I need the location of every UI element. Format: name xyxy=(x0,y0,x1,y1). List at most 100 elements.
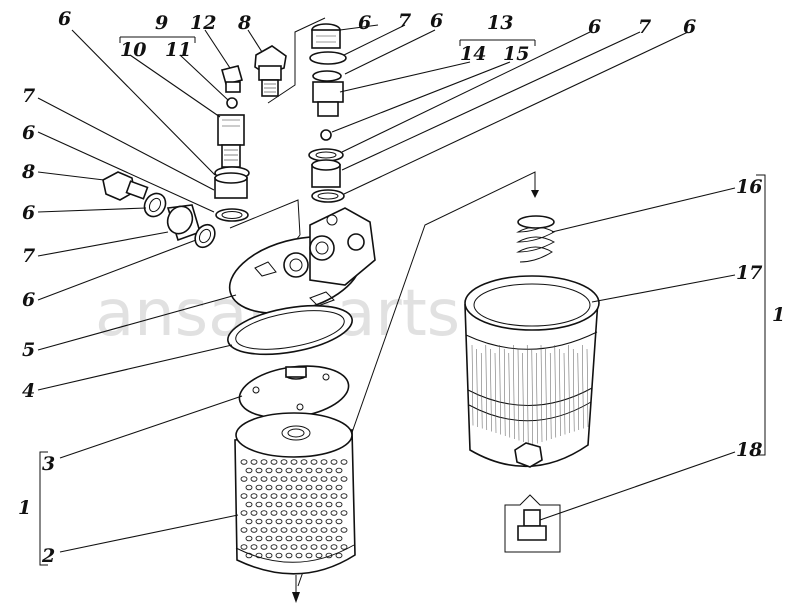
perforation-hole xyxy=(285,518,293,525)
callout-16: 16 xyxy=(736,176,762,198)
gasket-4 xyxy=(227,304,353,356)
perforation-hole xyxy=(330,544,338,550)
housing-shade-line xyxy=(554,344,557,438)
perforation-hole xyxy=(300,476,308,482)
housing-shade-line xyxy=(568,344,570,434)
callout-7-top-b: 7 xyxy=(638,16,651,38)
perforation-hole xyxy=(295,484,303,491)
perforation-hole xyxy=(300,527,308,533)
perforation-hole xyxy=(340,544,348,550)
callout-6-left-b: 6 xyxy=(22,202,35,224)
valve-assembly-9 xyxy=(214,65,250,222)
perforation-hole xyxy=(315,467,323,474)
perforation-hole xyxy=(245,467,253,474)
perforation-hole xyxy=(320,510,328,516)
housing-shade-line xyxy=(517,348,520,441)
perforation-hole xyxy=(335,552,343,559)
perforation-hole xyxy=(250,493,258,499)
perforation-hole xyxy=(260,527,268,533)
perforation-hole xyxy=(280,476,288,482)
perforation-hole xyxy=(305,501,313,508)
perforation-hole xyxy=(270,493,278,499)
housing-shade-line xyxy=(577,352,580,431)
perforation-hole xyxy=(335,484,343,491)
perforation-hole xyxy=(300,544,308,550)
perforation-hole xyxy=(245,484,253,491)
plug-8-top xyxy=(254,45,287,97)
perforation-hole xyxy=(265,484,273,491)
bracket-13 xyxy=(459,39,536,46)
callout-8-left: 8 xyxy=(21,161,35,183)
perforation-hole xyxy=(305,535,313,542)
perforation-hole xyxy=(305,467,313,474)
perforation-hole xyxy=(240,544,248,550)
perforation-hole xyxy=(280,493,288,499)
perforation-hole xyxy=(340,527,348,533)
perforation-hole xyxy=(270,527,278,533)
perforation-hole xyxy=(280,459,288,465)
callout-6-top-d: 6 xyxy=(588,16,601,38)
filter-housing-17 xyxy=(464,275,600,468)
callout-7-left-a: 7 xyxy=(22,85,35,107)
perforation-hole xyxy=(295,467,303,474)
perforation-hole xyxy=(285,552,293,559)
housing-shade-line xyxy=(503,348,506,437)
housing-shade-line xyxy=(490,348,492,432)
top-connector-line xyxy=(267,17,326,104)
perforation-hole xyxy=(340,510,348,516)
filter-element-2 xyxy=(234,412,356,575)
perforation-hole xyxy=(325,484,333,491)
perforation-hole xyxy=(315,484,323,491)
perforation-hole xyxy=(275,501,283,508)
perforation-hole xyxy=(320,544,328,550)
callout-6-top-a: 6 xyxy=(58,8,71,30)
callout-8-top: 8 xyxy=(237,12,251,34)
perforation-hole xyxy=(285,484,293,491)
perforation-hole xyxy=(300,510,308,516)
perforation-hole xyxy=(275,467,283,474)
perforation-hole xyxy=(320,527,328,533)
perforation-hole xyxy=(275,535,283,542)
perforation-hole xyxy=(250,544,258,550)
perforation-hole xyxy=(335,501,343,508)
callout-6-left-a: 6 xyxy=(22,122,35,144)
callout-4: 4 xyxy=(22,380,35,402)
perforation-hole xyxy=(250,527,258,533)
housing-shade-line xyxy=(582,344,584,429)
perforation-hole xyxy=(240,510,248,516)
perforation-hole xyxy=(310,510,318,516)
perforation-hole xyxy=(290,544,298,550)
perforation-hole xyxy=(260,459,268,465)
housing-shade-line xyxy=(485,344,488,431)
perforation-hole xyxy=(335,518,343,525)
callout-12: 12 xyxy=(190,12,216,34)
valve-assembly-13 xyxy=(308,23,347,203)
perforation-hole xyxy=(285,501,293,508)
perforation-hole xyxy=(295,552,303,559)
perforation-hole xyxy=(305,484,313,491)
filter-cover-5 xyxy=(228,207,376,314)
perforation-hole xyxy=(300,459,308,465)
callout-7-top-a: 7 xyxy=(398,10,411,32)
housing-shade-line xyxy=(476,348,478,428)
housing-shade-line xyxy=(540,344,543,443)
assembly-line-right xyxy=(297,171,536,587)
perforation-hole xyxy=(305,552,313,559)
perforation-hole xyxy=(300,493,308,499)
perforation-hole xyxy=(260,476,268,482)
perforation-hole xyxy=(290,510,298,516)
perforation-hole xyxy=(245,535,253,542)
callout-6-top-b: 6 xyxy=(358,12,371,34)
perforation-hole xyxy=(295,518,303,525)
spring-16 xyxy=(516,215,556,263)
perforation-hole xyxy=(260,544,268,550)
callout-1-left: 1 xyxy=(18,497,31,519)
housing-shade-line xyxy=(522,352,524,443)
perforation-hole xyxy=(330,459,338,465)
perforation-hole xyxy=(280,544,288,550)
perforation-hole xyxy=(245,501,253,508)
perforation-hole xyxy=(240,527,248,533)
housing-shade-line xyxy=(545,348,547,441)
housing-shade-line xyxy=(494,352,497,434)
